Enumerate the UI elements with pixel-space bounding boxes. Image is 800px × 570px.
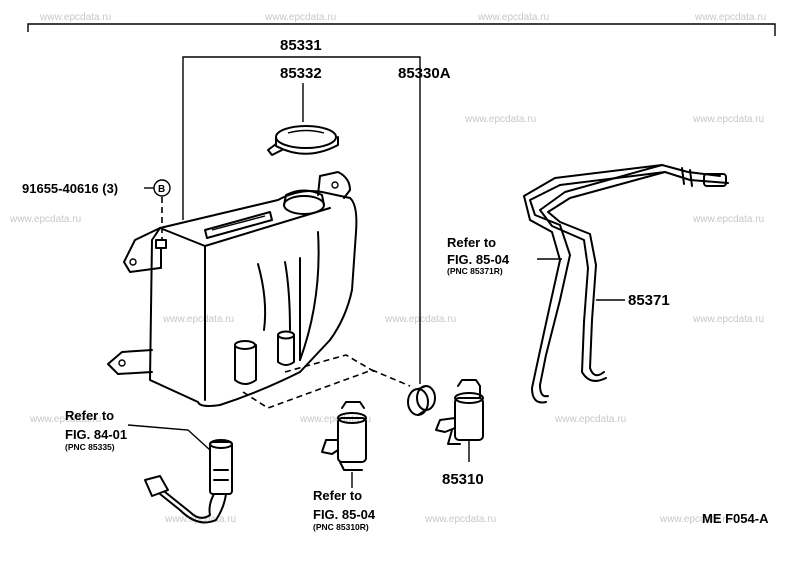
watermark: www.epcdata.ru xyxy=(264,12,336,23)
grommet-85330a xyxy=(407,385,436,416)
ref-label-b-line1[interactable]: Refer to xyxy=(65,408,114,423)
marker-circle xyxy=(153,179,171,197)
leader-ref-b xyxy=(127,424,211,451)
ref-label-c-line2[interactable]: FIG. 85-04 xyxy=(313,507,376,522)
watermark: www.epcdata.ru xyxy=(692,314,764,325)
watermark: www.epcdata.ru xyxy=(464,114,536,125)
watermark: www.epcdata.ru xyxy=(477,12,549,23)
tank-cap xyxy=(267,125,339,156)
ref-label-a-pnc: (PNC 85371R) xyxy=(447,266,503,276)
part-label-85330a[interactable]: 85330A xyxy=(398,65,451,82)
dash-link xyxy=(284,354,376,373)
watermark: www.epcdata.ru xyxy=(659,514,731,525)
watermark: www.epcdata.ru xyxy=(39,12,111,23)
part-label-85332[interactable]: 85332 xyxy=(280,65,322,82)
watermark: www.epcdata.ru xyxy=(9,214,81,225)
washer-tank xyxy=(107,171,358,407)
ref-label-b-line2[interactable]: FIG. 84-01 xyxy=(65,427,127,442)
watermark: www.epcdata.ru xyxy=(29,414,101,425)
frame-bracket xyxy=(27,23,776,36)
part-label-85371[interactable]: 85371 xyxy=(628,292,670,309)
watermark: www.epcdata.ru xyxy=(554,414,626,425)
watermark: www.epcdata.ru xyxy=(692,114,764,125)
ref-label-b-pnc: (PNC 85335) xyxy=(65,442,115,452)
washer-hose-85371 xyxy=(523,164,729,404)
ref-label-a-line2[interactable]: FIG. 85-04 xyxy=(447,252,510,267)
watermark: www.epcdata.ru xyxy=(424,514,496,525)
bolt-icon xyxy=(155,239,167,269)
watermark: www.epcdata.ru xyxy=(162,314,234,325)
watermark: www.epcdata.ru xyxy=(299,414,371,425)
marker-b: B xyxy=(158,184,165,195)
watermark: www.epcdata.ru xyxy=(694,12,766,23)
level-sensor xyxy=(144,439,233,524)
figure-code: ME F054-A xyxy=(702,511,769,526)
ref-label-c-pnc: (PNC 85310R) xyxy=(313,522,369,532)
leader-85331 xyxy=(182,56,421,384)
watermark: www.epcdata.ru xyxy=(692,214,764,225)
watermark: www.epcdata.ru xyxy=(164,514,236,525)
ref-label-c-line1[interactable]: Refer to xyxy=(313,488,362,503)
washer-pump-85310 xyxy=(435,379,484,445)
part-label-91655[interactable]: 91655-40616 (3) xyxy=(22,181,118,196)
washer-pump-alt xyxy=(321,401,367,471)
dash-link xyxy=(242,369,411,409)
ref-label-a-line1[interactable]: Refer to xyxy=(447,235,496,250)
part-label-85310[interactable]: 85310 xyxy=(442,471,484,488)
watermarks: www.epcdata.ru www.epcdata.ru www.epcdat… xyxy=(9,12,766,525)
part-label-85331[interactable]: 85331 xyxy=(280,37,322,54)
